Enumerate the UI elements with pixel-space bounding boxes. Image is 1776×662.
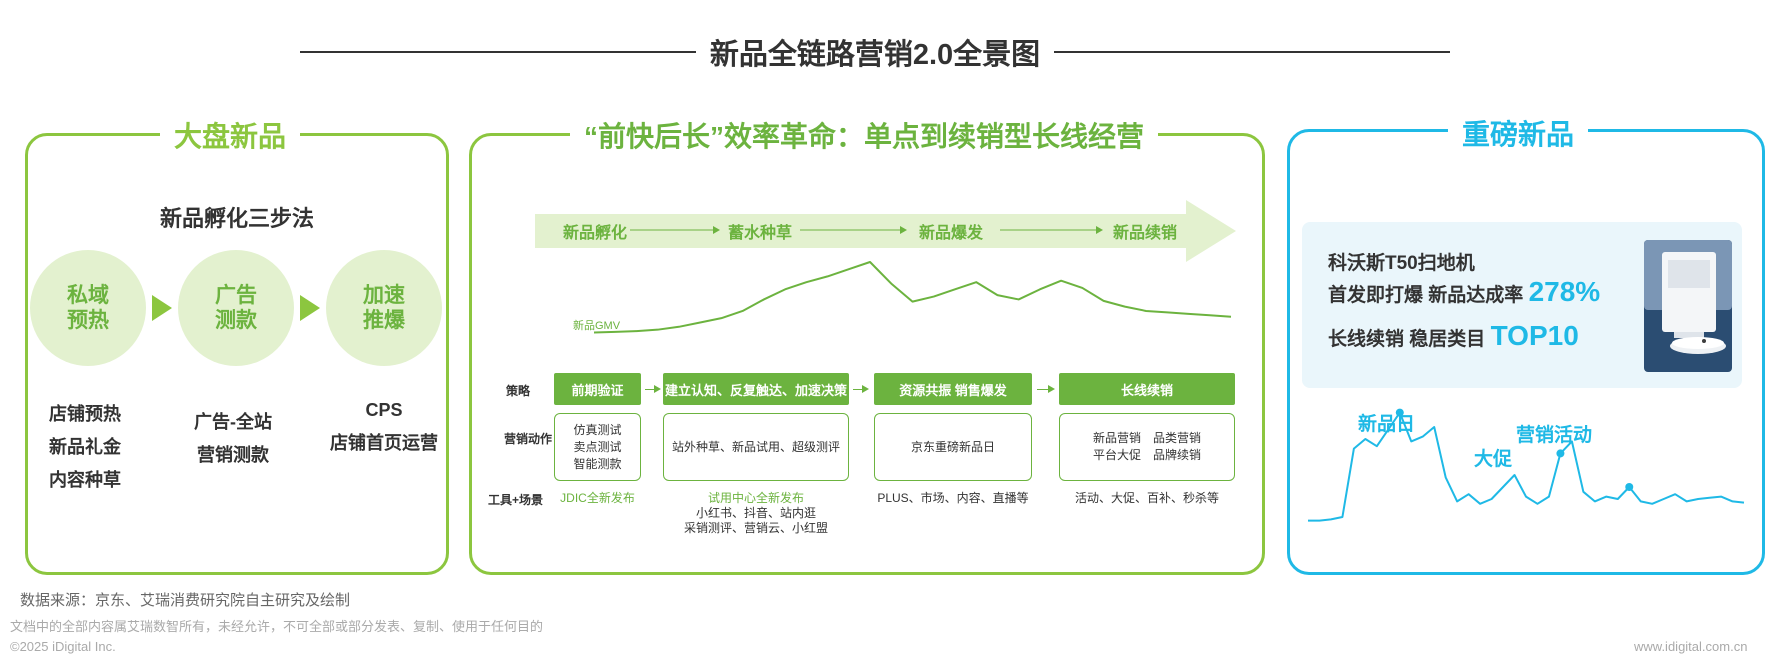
product-card: 科沃斯T50扫地机 首发即打爆 新品达成率 278% 长线续销 稳居类目 TOP… bbox=[1302, 222, 1742, 388]
left-subtitle: 新品孵化三步法 bbox=[159, 206, 314, 231]
launch-text: 首发即打爆 新品达成率 bbox=[1328, 285, 1524, 306]
stage-action: 平台大促 品牌续销 bbox=[1092, 448, 1201, 462]
phase-label: 新品孵化 bbox=[563, 225, 628, 242]
step-3-line2: 推爆 bbox=[363, 309, 405, 332]
step-3-items: CPS 店铺首页运营 bbox=[316, 394, 452, 460]
stage-arrow-icon bbox=[645, 385, 661, 393]
stage-tools: 活动、大促、百补、秒杀等 bbox=[1049, 491, 1245, 506]
title-rule-right bbox=[1054, 51, 1451, 53]
step-1-items: 店铺预热 新品礼金 内容种草 bbox=[20, 398, 150, 497]
event-label-new-product-day: 新品日 bbox=[1358, 414, 1416, 435]
step-item: 广告-全站 bbox=[194, 412, 272, 432]
left-panel-title: 大盘新品 bbox=[160, 115, 301, 155]
stage-tools: PLUS、市场、内容、直播等 bbox=[864, 491, 1042, 506]
row-label-tools: 工具+场景 bbox=[488, 493, 544, 507]
gmv-line bbox=[593, 261, 1232, 334]
stage-actions-box: 新品营销 品类营销 平台大促 品牌续销 bbox=[1059, 413, 1235, 481]
right-panel-title: 重磅新品 bbox=[1448, 113, 1589, 153]
stage-tools: 试用中心全新发布 小红书、抖音、站内逛 采销测评、营销云、小红盟 bbox=[663, 491, 849, 536]
stage-arrow-icon bbox=[853, 385, 869, 393]
row-label-strategy: 策略 bbox=[505, 384, 530, 398]
phase-label: 新品爆发 bbox=[919, 225, 984, 242]
step-item: 新品礼金 bbox=[49, 437, 121, 457]
gmv-curve-chart bbox=[593, 261, 1232, 334]
copyright-note: 文档中的全部内容属艾瑞数智所有，未经允许，不可全部或部分发表、复制、使用于任何目… bbox=[10, 619, 544, 634]
website-link[interactable]: www.idigital.com.cn bbox=[1634, 639, 1748, 654]
event-label-promotion: 大促 bbox=[1474, 449, 1513, 470]
stage-tools: JDIC全新发布 bbox=[544, 491, 651, 506]
stage-tool: 活动、大促、百补、秒杀等 bbox=[1074, 491, 1219, 505]
phase-connector-head bbox=[713, 226, 720, 234]
phase-arrow bbox=[535, 200, 1236, 262]
stage-arrow-icon bbox=[1037, 385, 1055, 393]
stage-head: 长线续销 bbox=[1059, 373, 1235, 405]
product-launch-line: 首发即打爆 新品达成率 278% bbox=[1328, 276, 1600, 308]
stage-action: 卖点测试 bbox=[573, 439, 622, 454]
step-item: 店铺预热 bbox=[49, 404, 121, 424]
step-arrow-icon bbox=[152, 295, 172, 321]
sales-line bbox=[1308, 411, 1745, 522]
step-item: 营销测款 bbox=[197, 445, 269, 465]
rank-text: 长线续销 稳居类目 bbox=[1328, 329, 1486, 350]
phase-connector-head bbox=[1096, 226, 1103, 234]
title-rule-left bbox=[300, 51, 696, 53]
copyright: ©2025 iDigital Inc. bbox=[10, 639, 116, 654]
product-rank-line: 长线续销 稳居类目 TOP10 bbox=[1328, 320, 1579, 352]
row-label-actions: 营销动作 bbox=[504, 432, 553, 446]
gmv-label: 新品GMV bbox=[573, 320, 621, 332]
step-2-line1: 广告 bbox=[215, 283, 257, 307]
stage-action: 新品营销 品类营销 bbox=[1092, 431, 1201, 445]
step-1-line1: 私域 bbox=[67, 283, 109, 307]
stage-actions-box: 站外种草、新品试用、超级测评 bbox=[663, 413, 849, 481]
sales-curve-chart bbox=[1308, 408, 1745, 522]
stage-head: 建立认知、反复触达、加速决策 bbox=[663, 373, 849, 405]
stage-head: 资源共振 销售爆发 bbox=[874, 373, 1032, 405]
robot-vacuum-image bbox=[1644, 240, 1732, 372]
step-1-line2: 预热 bbox=[67, 309, 109, 332]
product-name: 科沃斯T50扫地机 bbox=[1328, 253, 1475, 274]
stage-action: 京东重磅新品日 bbox=[910, 439, 995, 454]
phase-connector-head bbox=[900, 226, 907, 234]
phase-arrow-shape bbox=[535, 200, 1236, 262]
step-item: CPS bbox=[365, 400, 403, 420]
middle-panel-title: “前快后长”效率革命：单点到续销型长线经营 bbox=[570, 115, 1159, 155]
main-title-row: 新品全链路营销2.0全景图 bbox=[300, 30, 1451, 74]
step-3-line1: 加速 bbox=[363, 283, 405, 307]
stage-tool: 试用中心全新发布 bbox=[707, 491, 804, 505]
stage-action: 仿真测试 bbox=[573, 422, 622, 437]
step-circle-ads: 广告测款 bbox=[178, 250, 294, 366]
stage-actions-box: 仿真测试 卖点测试 智能测款 bbox=[554, 413, 641, 481]
step-2-items: 广告-全站 营销测款 bbox=[168, 406, 298, 472]
stage-actions-box: 京东重磅新品日 bbox=[874, 413, 1032, 481]
phase-label: 蓄水种草 bbox=[728, 225, 793, 242]
event-marker-0 bbox=[1395, 408, 1404, 417]
step-circle-private: 私域预热 bbox=[30, 250, 146, 366]
stage-action: 站外种草、新品试用、超级测评 bbox=[671, 439, 840, 454]
step-arrow-icon bbox=[300, 295, 320, 321]
stage-action: 智能测款 bbox=[573, 456, 622, 471]
data-source: 数据来源：京东、艾瑞消费研究院自主研究及绘制 bbox=[20, 592, 351, 609]
stage-tool: JDIC全新发布 bbox=[560, 491, 635, 505]
step-circle-boost: 加速推爆 bbox=[326, 250, 442, 366]
event-marker-1 bbox=[1556, 449, 1565, 458]
stage-tool: PLUS、市场、内容、直播等 bbox=[877, 491, 1029, 505]
stage-head: 前期验证 bbox=[554, 373, 641, 405]
step-item: 内容种草 bbox=[49, 470, 121, 490]
launch-value: 278% bbox=[1528, 276, 1601, 307]
event-label-marketing: 营销活动 bbox=[1516, 425, 1593, 446]
event-marker-2 bbox=[1625, 483, 1634, 491]
rank-value: TOP10 bbox=[1490, 320, 1579, 351]
stage-tool: 采销测评、营销云、小红盟 bbox=[683, 521, 828, 535]
step-item: 店铺首页运营 bbox=[330, 433, 438, 453]
step-2-line2: 测款 bbox=[215, 309, 257, 332]
stage-tool: 小红书、抖音、站内逛 bbox=[695, 506, 816, 520]
page-title: 新品全链路营销2.0全景图 bbox=[709, 39, 1041, 71]
phase-label: 新品续销 bbox=[1113, 225, 1178, 242]
